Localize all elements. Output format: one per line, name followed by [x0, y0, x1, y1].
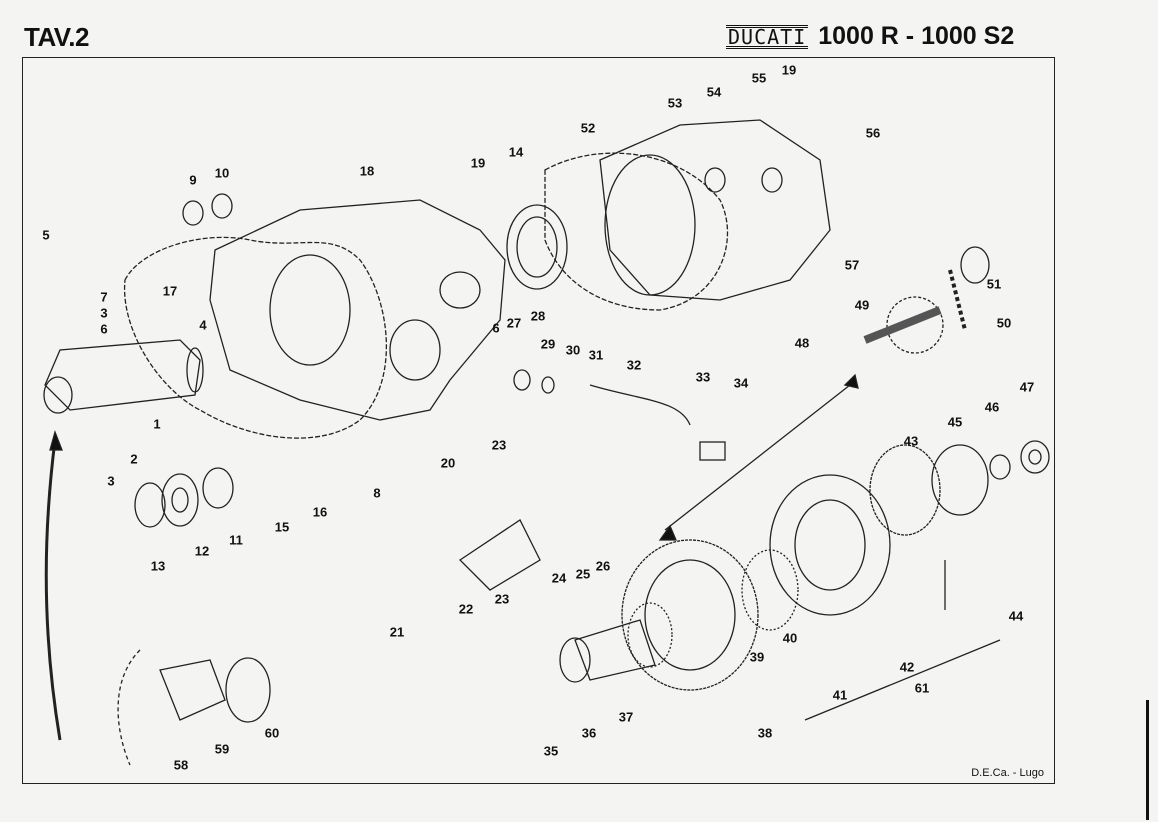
rear-gasket — [544, 152, 729, 311]
rear-cover — [599, 119, 831, 301]
callout: 3 — [107, 473, 115, 489]
bearing — [161, 473, 199, 527]
callout: 39 — [749, 649, 765, 665]
pickup-plate — [458, 519, 541, 591]
callout: 48 — [794, 335, 810, 351]
callout: 17 — [162, 283, 178, 299]
callout: 21 — [389, 624, 405, 640]
callout: 29 — [540, 336, 556, 352]
callout: 25 — [575, 566, 591, 582]
callout: 43 — [903, 433, 919, 449]
callout: 32 — [626, 357, 642, 373]
starter-motor — [43, 339, 204, 414]
o-ring — [225, 657, 271, 723]
callout: 1 — [153, 416, 161, 432]
callout: 45 — [947, 414, 963, 430]
callout: 33 — [695, 369, 711, 385]
callout: 16 — [312, 504, 328, 520]
callout: 53 — [667, 95, 683, 111]
callout: 19 — [470, 155, 486, 171]
callout: 4 — [199, 317, 207, 333]
callout: 20 — [440, 455, 456, 471]
callout: 15 — [274, 519, 290, 535]
callout: 7 — [100, 289, 108, 305]
callout: 55 — [751, 70, 767, 86]
callout: 31 — [588, 347, 604, 363]
callout: 46 — [984, 399, 1000, 415]
callout: 27 — [506, 315, 522, 331]
callout: 26 — [595, 558, 611, 574]
callout: 22 — [458, 601, 474, 617]
callout: 24 — [551, 570, 567, 586]
cover-bore — [269, 254, 351, 366]
clutch-drum — [769, 474, 891, 616]
callout: 60 — [264, 725, 280, 741]
callout: 12 — [194, 543, 210, 559]
snap-ring — [134, 482, 166, 528]
diagram-frame — [22, 57, 1055, 784]
ducati-logo: DUCATI — [726, 24, 809, 49]
callout: 49 — [854, 297, 870, 313]
callout: 35 — [543, 743, 559, 759]
oil-seal — [506, 204, 568, 290]
callout: 6 — [100, 321, 108, 337]
credit-text: D.E.Ca. - Lugo — [971, 767, 1044, 779]
large-gear — [621, 539, 759, 691]
callout: 23 — [494, 591, 510, 607]
callout: 2 — [130, 451, 138, 467]
callout: 10 — [214, 165, 230, 181]
callout: 9 — [189, 172, 197, 188]
drive-gear — [869, 444, 941, 536]
plate-number: TAV.2 — [24, 22, 89, 52]
callout: 40 — [782, 630, 798, 646]
callout: 50 — [996, 315, 1012, 331]
seal — [202, 467, 234, 509]
callout: 23 — [491, 437, 507, 453]
callout: 34 — [733, 375, 749, 391]
callout: 37 — [618, 709, 634, 725]
callout: 41 — [832, 687, 848, 703]
callout: 19 — [781, 62, 797, 78]
brush-holder — [159, 659, 226, 721]
model-title: 1000 R - 1000 S2 — [818, 22, 1015, 50]
callout: 58 — [173, 757, 189, 773]
scan-edge — [1146, 700, 1149, 820]
callout: 47 — [1019, 379, 1035, 395]
callout: 54 — [706, 84, 722, 100]
callout: 5 — [42, 227, 50, 243]
callout: 30 — [565, 342, 581, 358]
callout: 57 — [844, 257, 860, 273]
callout: 28 — [530, 308, 546, 324]
callout: 61 — [914, 680, 930, 696]
sprocket — [886, 296, 944, 354]
callout: 42 — [899, 659, 915, 675]
callout: 59 — [214, 741, 230, 757]
chain — [948, 269, 967, 331]
callout: 51 — [986, 276, 1002, 292]
callout: 44 — [1008, 608, 1024, 624]
callout: 3 — [100, 305, 108, 321]
callout: 36 — [581, 725, 597, 741]
callout: 6 — [492, 320, 500, 336]
callout: 56 — [865, 125, 881, 141]
callout: 8 — [373, 485, 381, 501]
callout: 14 — [508, 144, 524, 160]
callout: 18 — [359, 163, 375, 179]
callout: 52 — [580, 120, 596, 136]
callout: 38 — [757, 725, 773, 741]
crankcase-cover — [209, 199, 506, 421]
page-header: DUCATI 1000 R - 1000 S2 — [726, 22, 1014, 51]
callout: 13 — [150, 558, 166, 574]
cover-gasket — [123, 236, 387, 439]
hub-shaft — [574, 619, 656, 681]
callout: 11 — [229, 532, 243, 548]
